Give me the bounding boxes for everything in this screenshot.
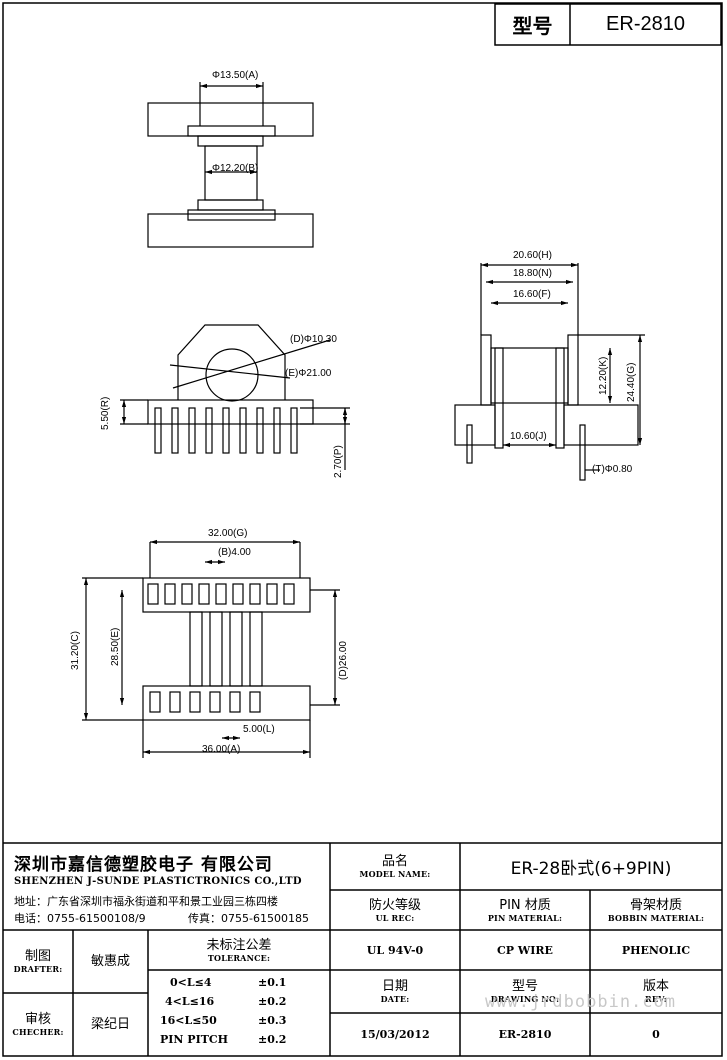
pin-material-label: PIN 材质 PIN MATERIAL:	[487, 897, 563, 923]
company-address: 地址：广东省深圳市福永街道和平和景工业园三栋四楼	[14, 895, 278, 908]
dim-front-d2: (E)Φ21.00	[285, 368, 332, 379]
dim-top-inner: Φ12.20(B)	[212, 163, 259, 174]
bobbin-material-value: PHENOLIC	[621, 943, 691, 957]
rev-label: 版本 REV:	[642, 979, 669, 1004]
dim-bottom-pitch: (B)4.00	[218, 547, 251, 558]
rev-value: 0	[652, 1028, 660, 1041]
dim-side-w2: 18.80(N)	[513, 268, 552, 279]
date-label: 日期 DATE:	[380, 979, 410, 1004]
company-phone: 电话：0755-61500108/9	[14, 912, 146, 925]
dim-bottom-h3: (D)26.00	[338, 641, 349, 680]
drafter-label: 制图 DRAFTER:	[13, 949, 63, 974]
pin-material-value: CP WIRE	[497, 943, 553, 957]
dim-bottom-w3: 36.00(A)	[202, 744, 241, 755]
tolerance-value-1: ±0.1	[258, 976, 287, 989]
dim-front-d1: (D)Φ10.30	[290, 334, 337, 345]
header-model-label: 型号	[512, 14, 553, 38]
checker-label: 审核 CHECHER:	[12, 1012, 64, 1037]
dim-bottom-h1: 31.20(C)	[70, 631, 81, 670]
dim-side-h2: 24.40(G)	[626, 362, 637, 403]
dim-side-h1: 12.20(K)	[598, 356, 609, 395]
ul-value: UL 94V-0	[366, 943, 424, 957]
model-name-value: ER-28卧式(6+9PIN)	[510, 859, 672, 879]
tolerance-range-2: 4<L≤16	[165, 995, 215, 1008]
dim-bottom-h2: 28.50(E)	[110, 627, 121, 666]
company-name-en: SHENZHEN J-SUNDE PLASTICTRONICS CO.,LTD	[14, 876, 302, 887]
dim-side-pin: (T)Φ0.80	[592, 464, 633, 475]
tolerance-range-3: 16<L≤50	[160, 1014, 217, 1027]
company-name-cn: 深圳市嘉信德塑胶电子 有限公司	[14, 855, 273, 875]
drawing-no-label: 型号 DRAWING NO:	[490, 979, 560, 1004]
bobbin-material-label: 骨架材质 BOBBIN MATERIAL:	[607, 897, 705, 923]
dim-top-outer: Φ13.50(A)	[212, 70, 259, 81]
date-value: 15/03/2012	[360, 1028, 430, 1041]
dim-front-h2: 2.70(P)	[333, 445, 344, 478]
company-fax: 传真：0755-61500185	[188, 912, 309, 925]
tolerance-value-2: ±0.2	[258, 995, 287, 1008]
tolerance-label: 未标注公差 TOLERANCE:	[206, 937, 272, 963]
tolerance-value-3: ±0.3	[258, 1014, 287, 1027]
dim-bottom-w2: 5.00(L)	[243, 724, 275, 735]
header-model-value: ER-2810	[606, 13, 685, 35]
dim-side-w4: 10.60(J)	[510, 431, 547, 442]
watermark: www.jrdbobbin.com	[485, 992, 676, 1012]
dim-side-w3: 16.60(F)	[513, 289, 551, 300]
drawing-no-value: ER-2810	[498, 1028, 552, 1041]
title-block-grid	[3, 842, 722, 1056]
checker-value: 梁纪日	[90, 1017, 130, 1032]
top-view	[147, 82, 314, 248]
bottom-view	[82, 539, 340, 758]
ul-label: 防火等级 UL REC:	[368, 897, 421, 923]
dim-side-w1: 20.60(H)	[513, 250, 552, 261]
dim-bottom-w1: 32.00(G)	[208, 528, 248, 539]
drafter-value: 敏惠成	[90, 954, 130, 969]
dim-front-h1: 5.50(R)	[100, 396, 111, 430]
model-name-label: 品名 MODEL NAME:	[359, 854, 431, 879]
tolerance-range-4: PIN PITCH	[160, 1033, 229, 1046]
tolerance-value-4: ±0.2	[258, 1033, 287, 1046]
tolerance-range-1: 0<L≤4	[170, 976, 212, 989]
front-view	[120, 324, 350, 470]
side-view	[454, 262, 645, 481]
